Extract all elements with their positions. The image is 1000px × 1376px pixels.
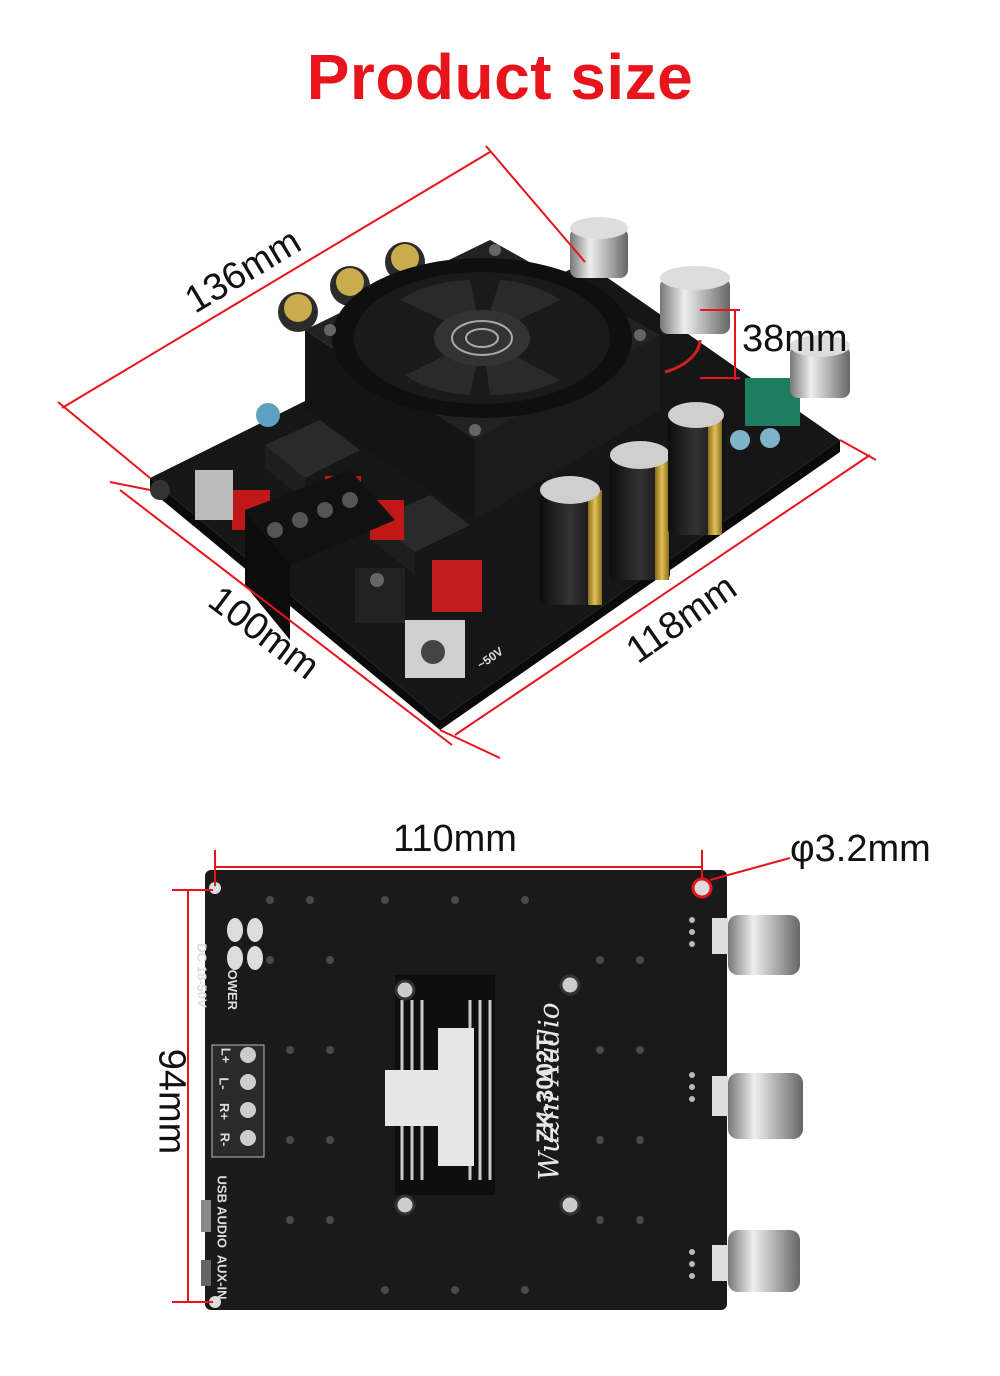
silk-channel-2: L- bbox=[216, 1077, 232, 1090]
cooling-fan bbox=[305, 240, 660, 520]
silk-model: ZK-3002T bbox=[532, 1034, 560, 1144]
speaker-terminals bbox=[245, 470, 395, 640]
dim-hole-diameter: φ3.2mm bbox=[790, 828, 931, 870]
dim-board-side: 94mm bbox=[150, 1048, 193, 1155]
usb-port bbox=[195, 470, 233, 520]
treble-knob bbox=[660, 266, 730, 334]
bass-knob bbox=[790, 335, 850, 398]
electrolytic-capacitors bbox=[540, 402, 724, 605]
silk-channel-3: R+ bbox=[216, 1103, 232, 1120]
aux-jack bbox=[150, 480, 170, 500]
film-capacitor bbox=[432, 560, 482, 612]
silk-inputs: USB AUDIO AUX-IN bbox=[214, 1175, 230, 1300]
silk-channel-4: R- bbox=[217, 1132, 233, 1147]
volume-knob bbox=[570, 217, 628, 278]
dimension-lines bbox=[57, 145, 877, 759]
silk-channel-1: L+ bbox=[218, 1047, 234, 1064]
page-title: Product size bbox=[306, 41, 694, 113]
silk-voltage: DC 18-50V bbox=[194, 943, 210, 1008]
silk-power: POWER bbox=[225, 960, 241, 1011]
dim-hole-span: 110mm bbox=[393, 818, 517, 860]
dim-height: 38mm bbox=[742, 318, 848, 360]
